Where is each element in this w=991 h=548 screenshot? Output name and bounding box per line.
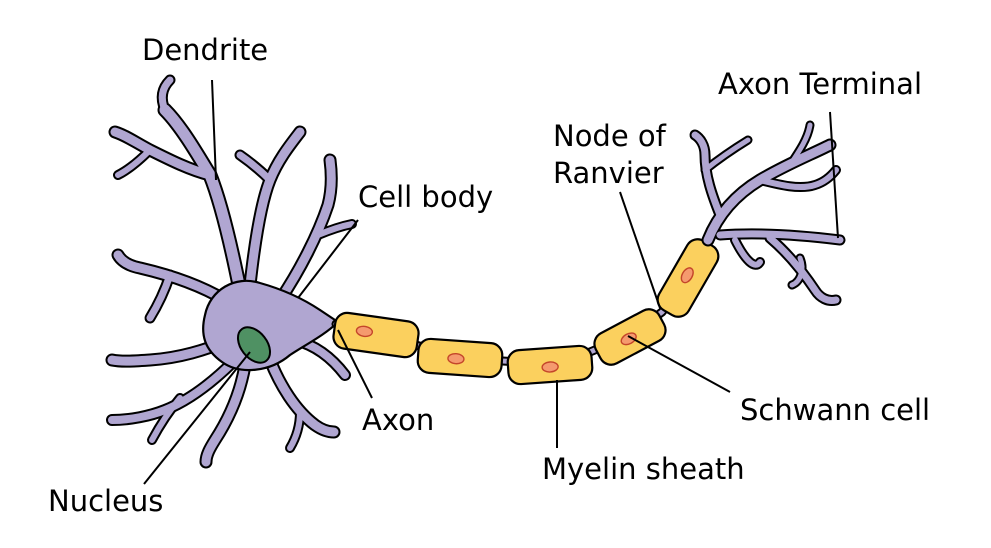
leader-nucleus <box>143 351 251 485</box>
label-node-of-ranvier-line1: Node of <box>553 119 667 153</box>
label-node-of-ranvier-line2: Ranvier <box>553 156 664 190</box>
myelin-segment <box>332 311 420 359</box>
myelin-segment <box>416 337 504 379</box>
label-cell-body: Cell body <box>358 180 493 214</box>
leader-lines <box>143 79 839 485</box>
axon-terminal-branches <box>689 120 846 306</box>
cell-body-soma <box>202 279 340 372</box>
axon <box>331 235 720 386</box>
myelin-segment <box>656 238 720 318</box>
dendrite-branches-fill <box>107 76 355 467</box>
leader-axon <box>337 329 373 399</box>
leader-cell-body <box>297 219 359 299</box>
myelin-segment <box>506 344 594 386</box>
label-axon-terminal: Axon Terminal <box>718 67 922 101</box>
label-dendrite: Dendrite <box>142 33 268 67</box>
leader-node-of-ranvier <box>619 191 661 309</box>
label-myelin-sheath: Myelin sheath <box>542 452 745 486</box>
leader-axon-terminal <box>829 111 839 239</box>
label-nucleus: Nucleus <box>48 484 163 518</box>
nucleus-shape <box>236 326 272 364</box>
label-axon: Axon <box>362 403 434 437</box>
labels: Dendrite Cell body Nucleus Axon Node of … <box>48 33 930 518</box>
leader-schwann-cell <box>627 335 731 393</box>
label-schwann-cell: Schwann cell <box>740 393 930 427</box>
leader-dendrite <box>211 79 217 181</box>
neuron-cell <box>105 74 357 469</box>
